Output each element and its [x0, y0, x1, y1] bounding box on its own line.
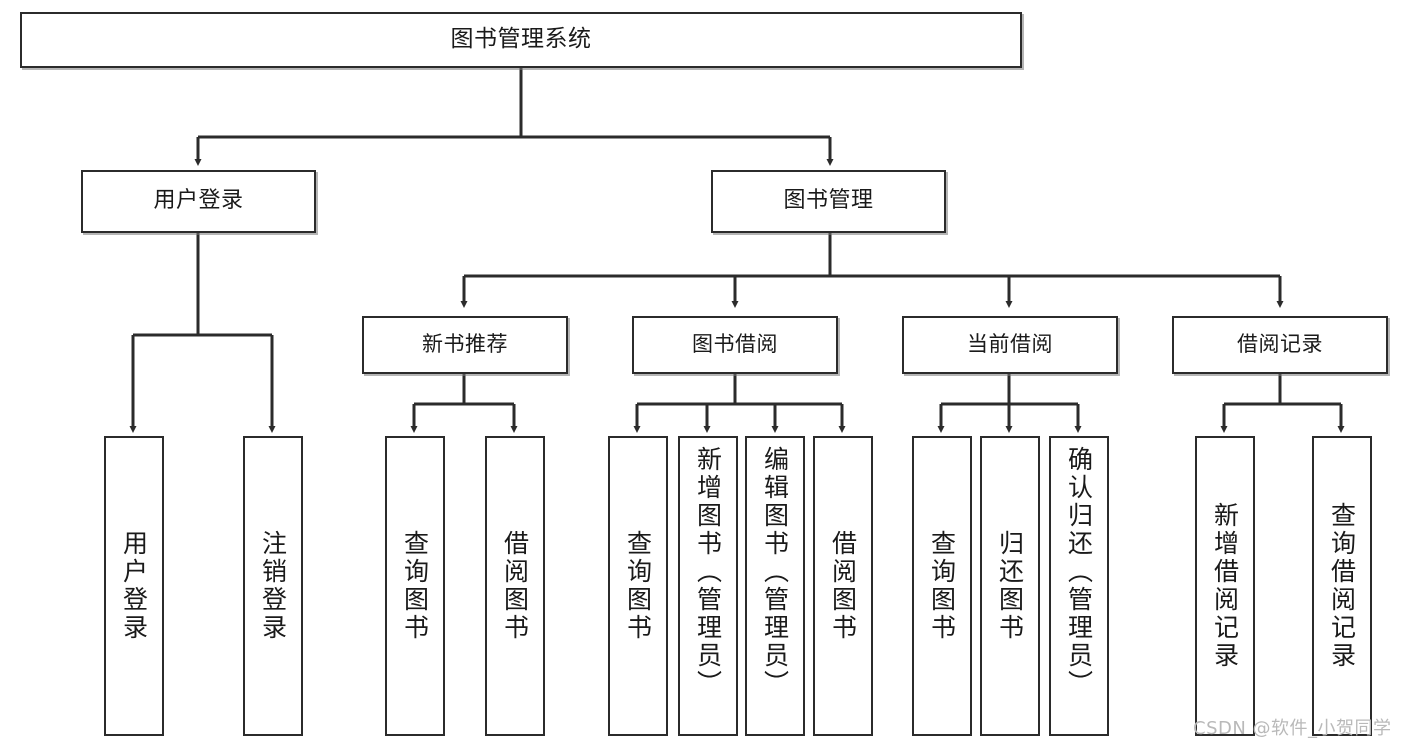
- node-label: 查询图书: [623, 530, 653, 642]
- csdn-watermark: CSDN @软件_小贺同学: [1193, 718, 1392, 739]
- node-current-borrowing[interactable]: 当前借阅: [902, 316, 1118, 374]
- node-label: 借阅记录: [1237, 332, 1323, 357]
- node-label: 新增借阅记录: [1210, 502, 1240, 670]
- leaf-borrow-book-borrow[interactable]: 借阅图书: [813, 436, 873, 736]
- node-label: 图书管理系统: [450, 26, 592, 53]
- node-root-book-management-system[interactable]: 图书管理系统: [20, 12, 1022, 68]
- leaf-add-book-admin[interactable]: 新增图书（管理员）: [678, 436, 738, 736]
- node-borrowing-record[interactable]: 借阅记录: [1172, 316, 1388, 374]
- leaf-confirm-return-admin[interactable]: 确认归还（管理员）: [1049, 436, 1109, 736]
- node-label: 确认归还（管理员）: [1064, 446, 1094, 698]
- leaf-query-book-new-rec[interactable]: 查询图书: [385, 436, 445, 736]
- node-label: 编辑图书（管理员）: [760, 446, 790, 698]
- node-label: 用户登录: [153, 188, 244, 214]
- node-label: 新书推荐: [422, 332, 508, 357]
- node-label: 图书管理: [783, 188, 874, 214]
- leaf-query-book-current[interactable]: 查询图书: [912, 436, 972, 736]
- leaf-logout-login[interactable]: 注销登录: [243, 436, 303, 736]
- node-label: 查询图书: [400, 530, 430, 642]
- node-label: 查询图书: [927, 530, 957, 642]
- leaf-return-book[interactable]: 归还图书: [980, 436, 1040, 736]
- leaf-user-login[interactable]: 用户登录: [104, 436, 164, 736]
- node-label: 用户登录: [119, 530, 149, 642]
- node-label: 借阅图书: [828, 530, 858, 642]
- node-label: 新增图书（管理员）: [693, 446, 723, 698]
- node-label: 图书借阅: [692, 332, 778, 357]
- leaf-query-borrow-record[interactable]: 查询借阅记录: [1312, 436, 1372, 736]
- node-user-login[interactable]: 用户登录: [81, 170, 316, 233]
- node-label: 注销登录: [258, 530, 288, 642]
- node-label: 当前借阅: [967, 332, 1053, 357]
- leaf-query-book-borrow[interactable]: 查询图书: [608, 436, 668, 736]
- node-book-management[interactable]: 图书管理: [711, 170, 946, 233]
- node-new-book-recommendation[interactable]: 新书推荐: [362, 316, 568, 374]
- node-label: 查询借阅记录: [1327, 502, 1357, 670]
- leaf-add-borrow-record[interactable]: 新增借阅记录: [1195, 436, 1255, 736]
- leaf-borrow-book-new-rec[interactable]: 借阅图书: [485, 436, 545, 736]
- node-label: 归还图书: [995, 530, 1025, 642]
- node-label: 借阅图书: [500, 530, 530, 642]
- node-book-borrowing[interactable]: 图书借阅: [632, 316, 838, 374]
- leaf-edit-book-admin[interactable]: 编辑图书（管理员）: [745, 436, 805, 736]
